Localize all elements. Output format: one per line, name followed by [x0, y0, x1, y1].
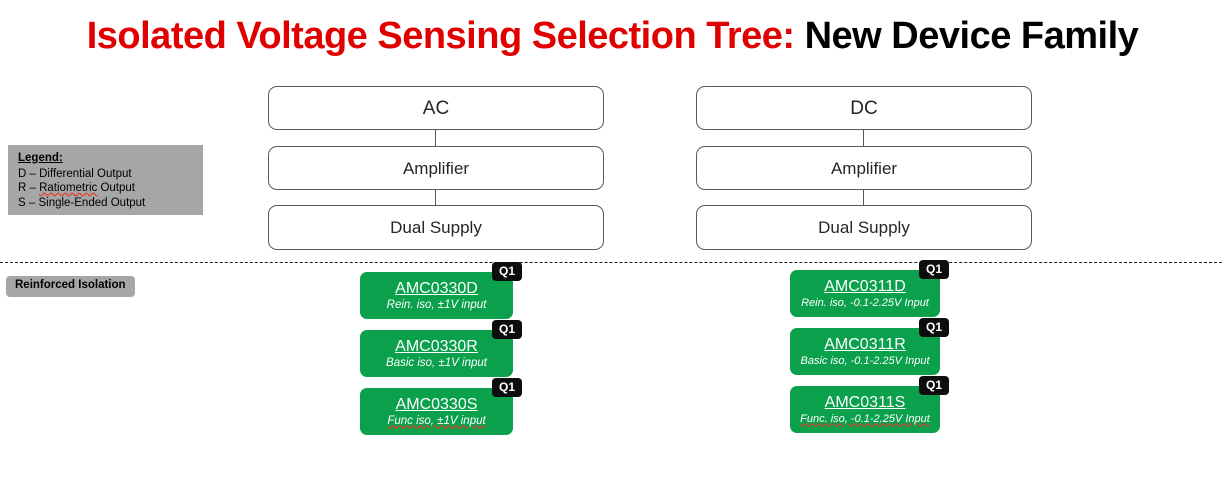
legend-item-d-suffix: Output — [93, 167, 132, 180]
flow-box-ac-supply[interactable]: Dual Supply — [268, 205, 604, 250]
product-description: Basic iso, -0.1-2.25V Input — [800, 354, 930, 367]
isolation-divider-line — [0, 262, 1222, 263]
flow-box-ac-source-label: AC — [422, 97, 450, 119]
product-part-number: AMC0311R — [824, 335, 906, 353]
flow-box-dc-amplifier-label: Amplifier — [830, 158, 898, 178]
q1-qualification-badge: Q1 — [918, 260, 949, 279]
q1-qualification-badge: Q1 — [918, 318, 949, 337]
flow-box-dc-supply[interactable]: Dual Supply — [696, 205, 1032, 250]
legend-item-r-term: Ratiometric — [39, 182, 98, 194]
product-part-number: AMC0330D — [395, 279, 478, 297]
legend-item-s-suffix: Output — [107, 196, 146, 209]
flow-box-ac-amplifier[interactable]: Amplifier — [268, 146, 604, 190]
q1-qualification-badge: Q1 — [918, 376, 949, 395]
legend-item-d: D – Differential Output — [18, 167, 203, 182]
flow-box-ac-source[interactable]: AC — [268, 86, 604, 130]
legend-item-r: R – Ratiometric Output — [18, 181, 203, 196]
product-description: Rein. iso, ±1V input — [386, 298, 487, 311]
flow-box-ac-supply-label: Dual Supply — [390, 218, 482, 237]
flow-box-dc-amplifier[interactable]: Amplifier — [696, 146, 1032, 190]
legend-heading: Legend: — [18, 152, 63, 164]
product-card-amc0311d[interactable]: AMC0311D Rein. iso, -0.1-2.25V Input Q1 — [790, 260, 949, 317]
flow-box-dc-supply-label: Dual Supply — [818, 218, 910, 237]
legend-item-r-suffix: Output — [97, 182, 135, 194]
product-part-number: AMC0311D — [824, 277, 906, 295]
connector-ac-1 — [435, 130, 437, 146]
page-title-accent: Isolated Voltage Sensing Selection Tree: — [86, 15, 795, 57]
page-title-rest: New Device Family — [794, 15, 1139, 57]
legend-item-s: S – Single-Ended Output — [18, 196, 203, 211]
product-part-number: AMC0330R — [395, 337, 478, 355]
product-description: Func. iso, -0.1-2.25V Input — [800, 412, 930, 425]
reinforced-isolation-tag: Reinforced Isolation — [6, 276, 135, 297]
flow-box-ac-amplifier-label: Amplifier — [402, 158, 470, 178]
product-description: Rein. iso, -0.1-2.25V Input — [801, 296, 929, 309]
legend-box: Legend: D – Differential Output R – Rati… — [8, 145, 203, 215]
connector-ac-2 — [435, 190, 437, 205]
connector-dc-2 — [863, 190, 865, 205]
legend-item-s-term: Single-Ended — [38, 196, 108, 209]
product-description: Basic iso, ±1V input — [386, 356, 487, 369]
q1-qualification-badge: Q1 — [491, 378, 522, 397]
legend-item-d-term: Differential — [39, 167, 94, 180]
legend-item-s-prefix: S – — [18, 196, 39, 209]
q1-qualification-badge: Q1 — [491, 320, 522, 339]
product-card-amc0330s[interactable]: AMC0330S Func iso, ±1V input Q1 — [360, 378, 522, 435]
product-card-amc0330d[interactable]: AMC0330D Rein. iso, ±1V input Q1 — [360, 262, 522, 319]
product-part-number: AMC0311S — [824, 393, 906, 411]
product-card-amc0330r[interactable]: AMC0330R Basic iso, ±1V input Q1 — [360, 320, 522, 377]
page-title: Isolated Voltage Sensing Selection Tree:… — [0, 15, 1225, 58]
flow-box-dc-source-label: DC — [850, 97, 878, 119]
product-description: Func iso, ±1V input — [387, 414, 486, 427]
product-card-amc0311s[interactable]: AMC0311S Func. iso, -0.1-2.25V Input Q1 — [790, 376, 949, 433]
connector-dc-1 — [863, 130, 865, 146]
flow-box-dc-source[interactable]: DC — [696, 86, 1032, 130]
legend-item-d-prefix: D – — [18, 167, 40, 180]
q1-qualification-badge: Q1 — [491, 262, 522, 281]
product-card-amc0311r[interactable]: AMC0311R Basic iso, -0.1-2.25V Input Q1 — [790, 318, 949, 375]
legend-item-r-prefix: R – — [18, 182, 40, 194]
product-part-number: AMC0330S — [395, 395, 478, 413]
